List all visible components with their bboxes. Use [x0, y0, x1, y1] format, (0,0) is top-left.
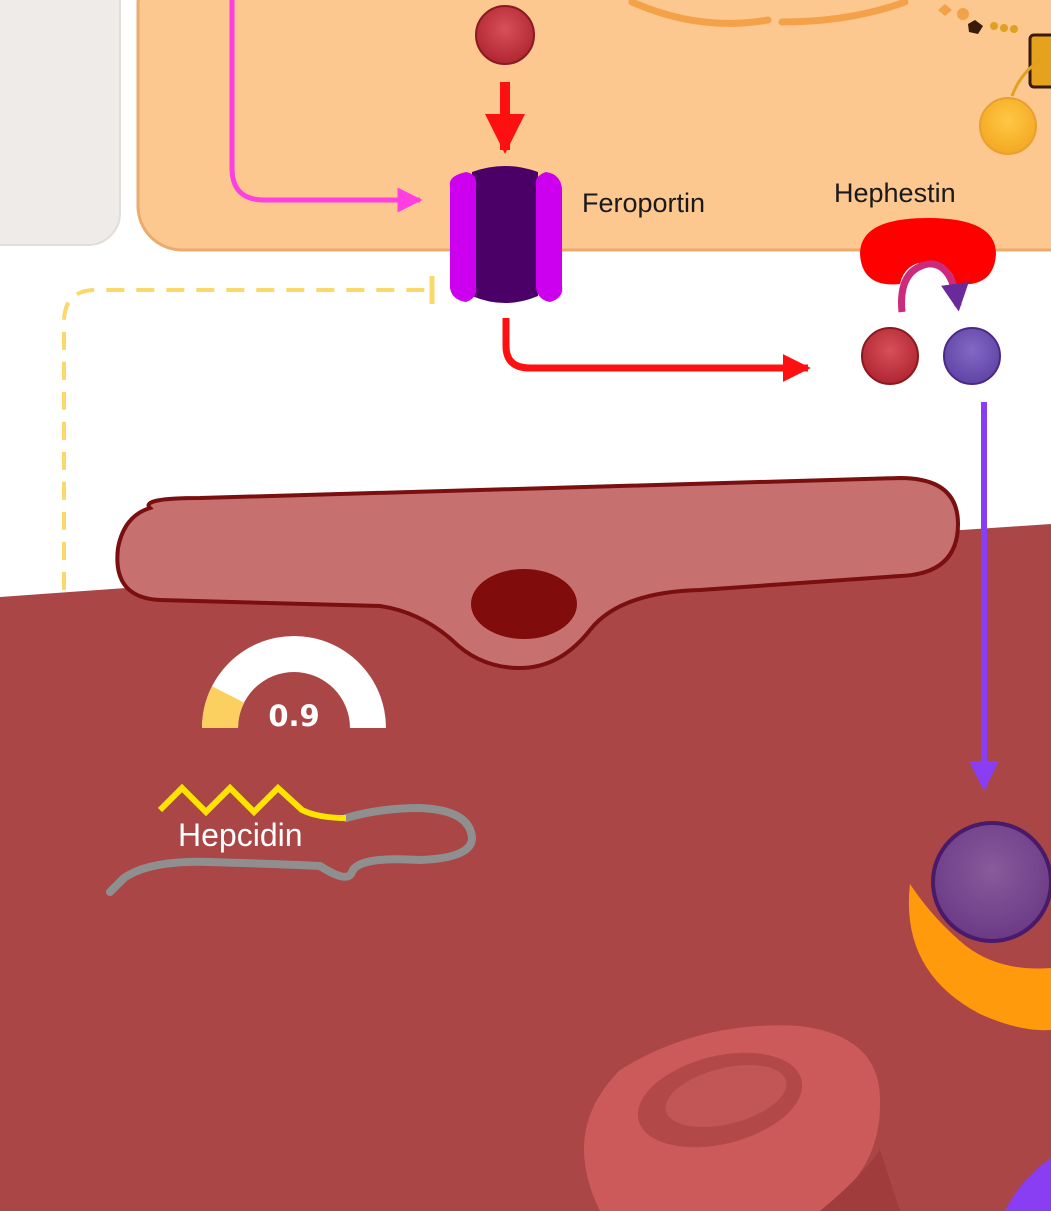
gauge-value: 0.9 [268, 699, 319, 733]
ferrous-iron-ion [861, 327, 919, 385]
hepcidin-peptide: Hepcidin [106, 783, 476, 896]
gauge-track [202, 636, 386, 728]
ferric-iron-ion [943, 327, 1001, 385]
hepcidin-chain [106, 804, 476, 896]
purple-cell-edge [1005, 1158, 1051, 1211]
gauge-fill [202, 686, 245, 728]
hephestin-label: Hephestin [834, 178, 956, 208]
iron-export-arrow [502, 318, 811, 382]
iron-import-pathway-arrow [229, 0, 423, 213]
ferrous-iron-ion-intracellular [475, 5, 535, 65]
enterocyte-nucleus-fragment [628, 0, 909, 27]
enterocyte-cell [136, 0, 1051, 252]
hepatocyte-nucleus [471, 569, 577, 639]
neighbor-cell-panel [0, 0, 121, 246]
hepcidin-level-gauge: 0.9 [202, 636, 386, 733]
transferrin-bound-iron [931, 821, 1051, 943]
ferroportin-channel [449, 166, 563, 303]
hepcidin-active-region [157, 783, 347, 821]
oxidation-arc-arrow [898, 260, 969, 313]
red-blood-cell [584, 1025, 900, 1211]
hephestin-enzyme [860, 218, 996, 285]
transferrin-carrier [908, 884, 1051, 1031]
heme-particles-cluster [938, 4, 1051, 97]
ferritin-iron-particle [979, 97, 1037, 155]
ferroportin-label: Feroportin [582, 188, 705, 218]
hepcidin-label: Hepcidin [178, 817, 303, 853]
